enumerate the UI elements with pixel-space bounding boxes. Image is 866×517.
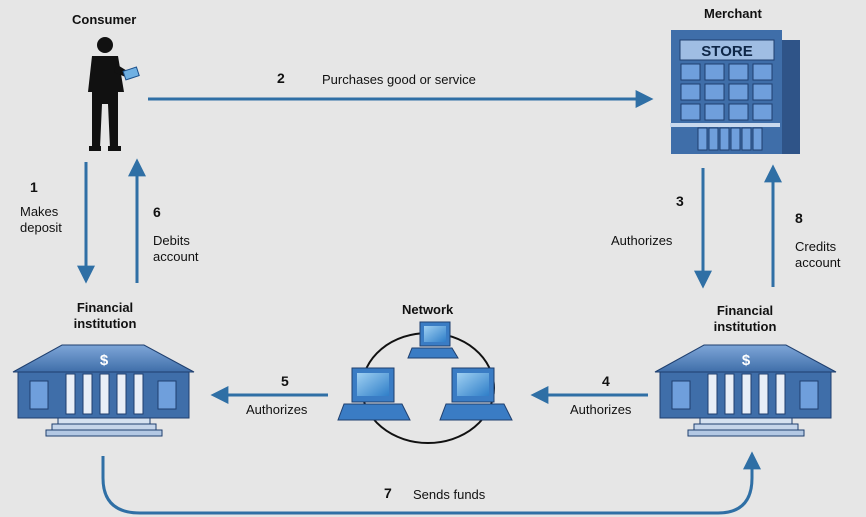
- computer-left-icon: [337, 367, 411, 421]
- bank-right: $: [654, 344, 837, 437]
- fi-right-line2: institution: [713, 319, 777, 334]
- step-2-number: 2: [277, 70, 285, 86]
- step-3-number: 3: [676, 193, 684, 209]
- computer-right-icon: [439, 367, 513, 421]
- step-3-text: Authorizes: [611, 233, 673, 248]
- step-7-text: Sends funds: [413, 487, 486, 502]
- bank-left: $: [12, 344, 195, 437]
- arrows: [77, 90, 782, 515]
- merchant-label: Merchant: [704, 6, 762, 21]
- step-8-line1: Credits: [795, 239, 837, 254]
- step-8-text: Credits account: [795, 239, 841, 271]
- network-cluster: [337, 321, 513, 444]
- computer-top-icon: [407, 321, 459, 359]
- arrow-step-7: [101, 451, 761, 515]
- bank-right-symbol: $: [742, 352, 751, 369]
- store-building: STORE: [670, 30, 800, 154]
- store-sign-text: STORE: [701, 43, 752, 60]
- fi-right-label: Financial institution: [695, 303, 795, 335]
- step-6-number: 6: [153, 204, 161, 220]
- consumer-label: Consumer: [72, 12, 137, 27]
- bank-left-symbol: $: [100, 352, 109, 369]
- step-4-number: 4: [602, 373, 610, 389]
- step-8-line2: account: [795, 255, 841, 270]
- step-1-line1: Makes: [20, 204, 59, 219]
- step-6-line1: Debits: [153, 233, 190, 248]
- step-7-number: 7: [384, 485, 392, 501]
- fi-left-line1: Financial: [76, 300, 134, 315]
- consumer-figure: [88, 37, 140, 151]
- step-1-line2: deposit: [20, 220, 62, 235]
- fi-left-line2: institution: [73, 316, 137, 331]
- step-5-number: 5: [281, 373, 289, 389]
- step-6-line2: account: [153, 249, 199, 264]
- step-1-text: Makes deposit: [20, 204, 62, 236]
- fi-left-label: Financial institution: [60, 300, 150, 332]
- network-label: Network: [402, 302, 454, 317]
- fi-right-line1: Financial: [716, 303, 774, 318]
- step-6-text: Debits account: [153, 233, 199, 265]
- step-4-text: Authorizes: [570, 402, 632, 417]
- step-2-text: Purchases good or service: [322, 72, 476, 87]
- step-1-number: 1: [30, 179, 38, 195]
- step-5-text: Authorizes: [246, 402, 308, 417]
- step-8-number: 8: [795, 210, 803, 226]
